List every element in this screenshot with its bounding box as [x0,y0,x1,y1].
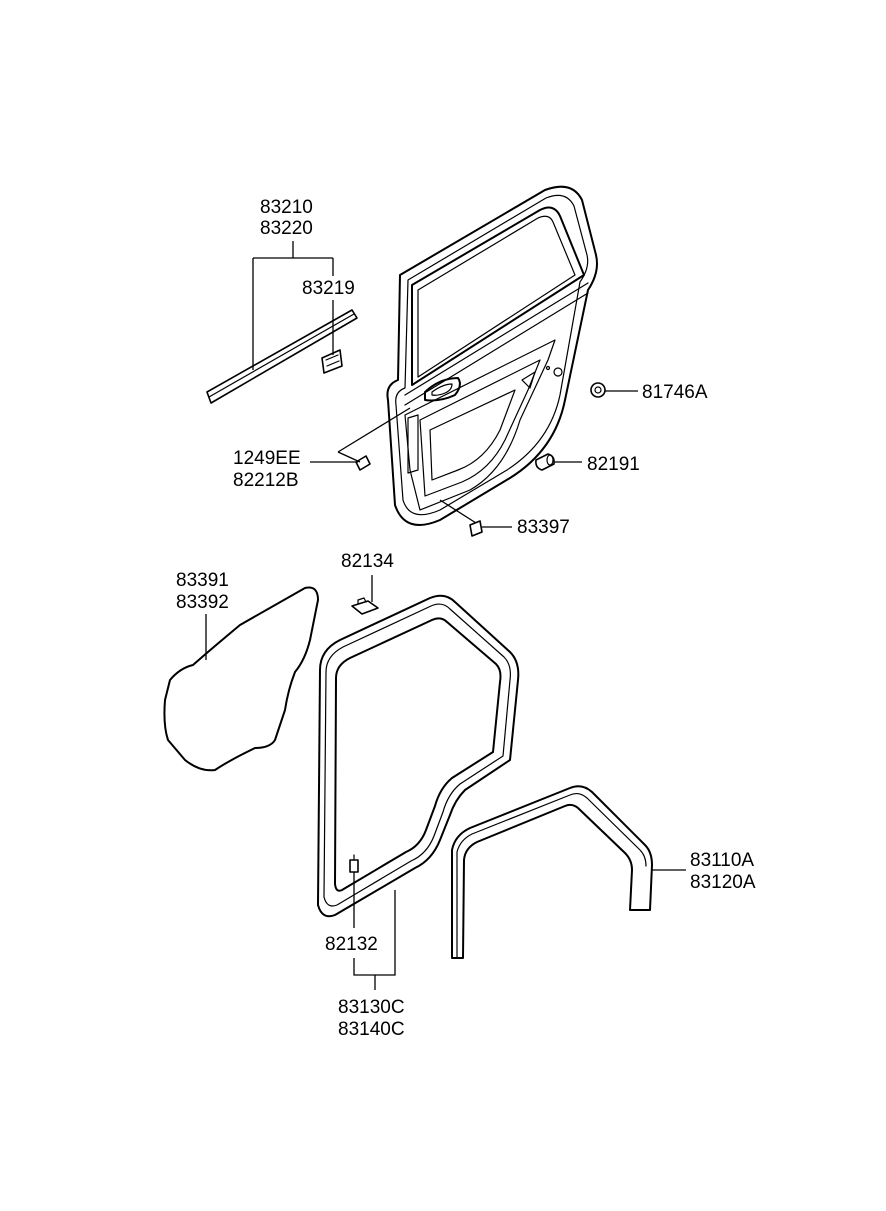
sealing-cover [163,586,319,772]
label-81746A: 81746A [642,382,708,403]
label-83219: 83219 [302,278,355,299]
label-1249EE: 1249EE [233,448,301,469]
grommet-81746A [590,382,606,398]
label-82134: 82134 [341,551,394,572]
label-83391: 83391 [176,570,229,591]
label-83120A: 83120A [690,872,756,893]
label-83130C: 83130C [338,997,405,1018]
belt-moulding [206,309,358,404]
body-weatherstrip [451,785,653,959]
label-83140C: 83140C [338,1019,405,1040]
clip-82134 [351,597,379,615]
door-weatherstrip [317,594,520,918]
label-83397: 83397 [517,517,570,538]
leader-lines [205,241,686,990]
door-shell [386,185,598,526]
fastener-82132 [349,859,359,873]
label-82212B: 82212B [233,470,299,491]
label-83392: 83392 [176,592,229,613]
clip-83397 [469,520,483,537]
label-83210: 83210 [260,197,313,218]
label-83220: 83220 [260,218,313,239]
part-labels: 83210 83220 83219 81746A 1249EE 82212B 8… [176,197,756,1040]
label-83110A: 83110A [690,850,754,871]
plug-82191 [535,453,555,471]
screw-1249EE [355,455,371,471]
label-82132: 82132 [325,934,378,955]
label-82191: 82191 [587,454,640,475]
